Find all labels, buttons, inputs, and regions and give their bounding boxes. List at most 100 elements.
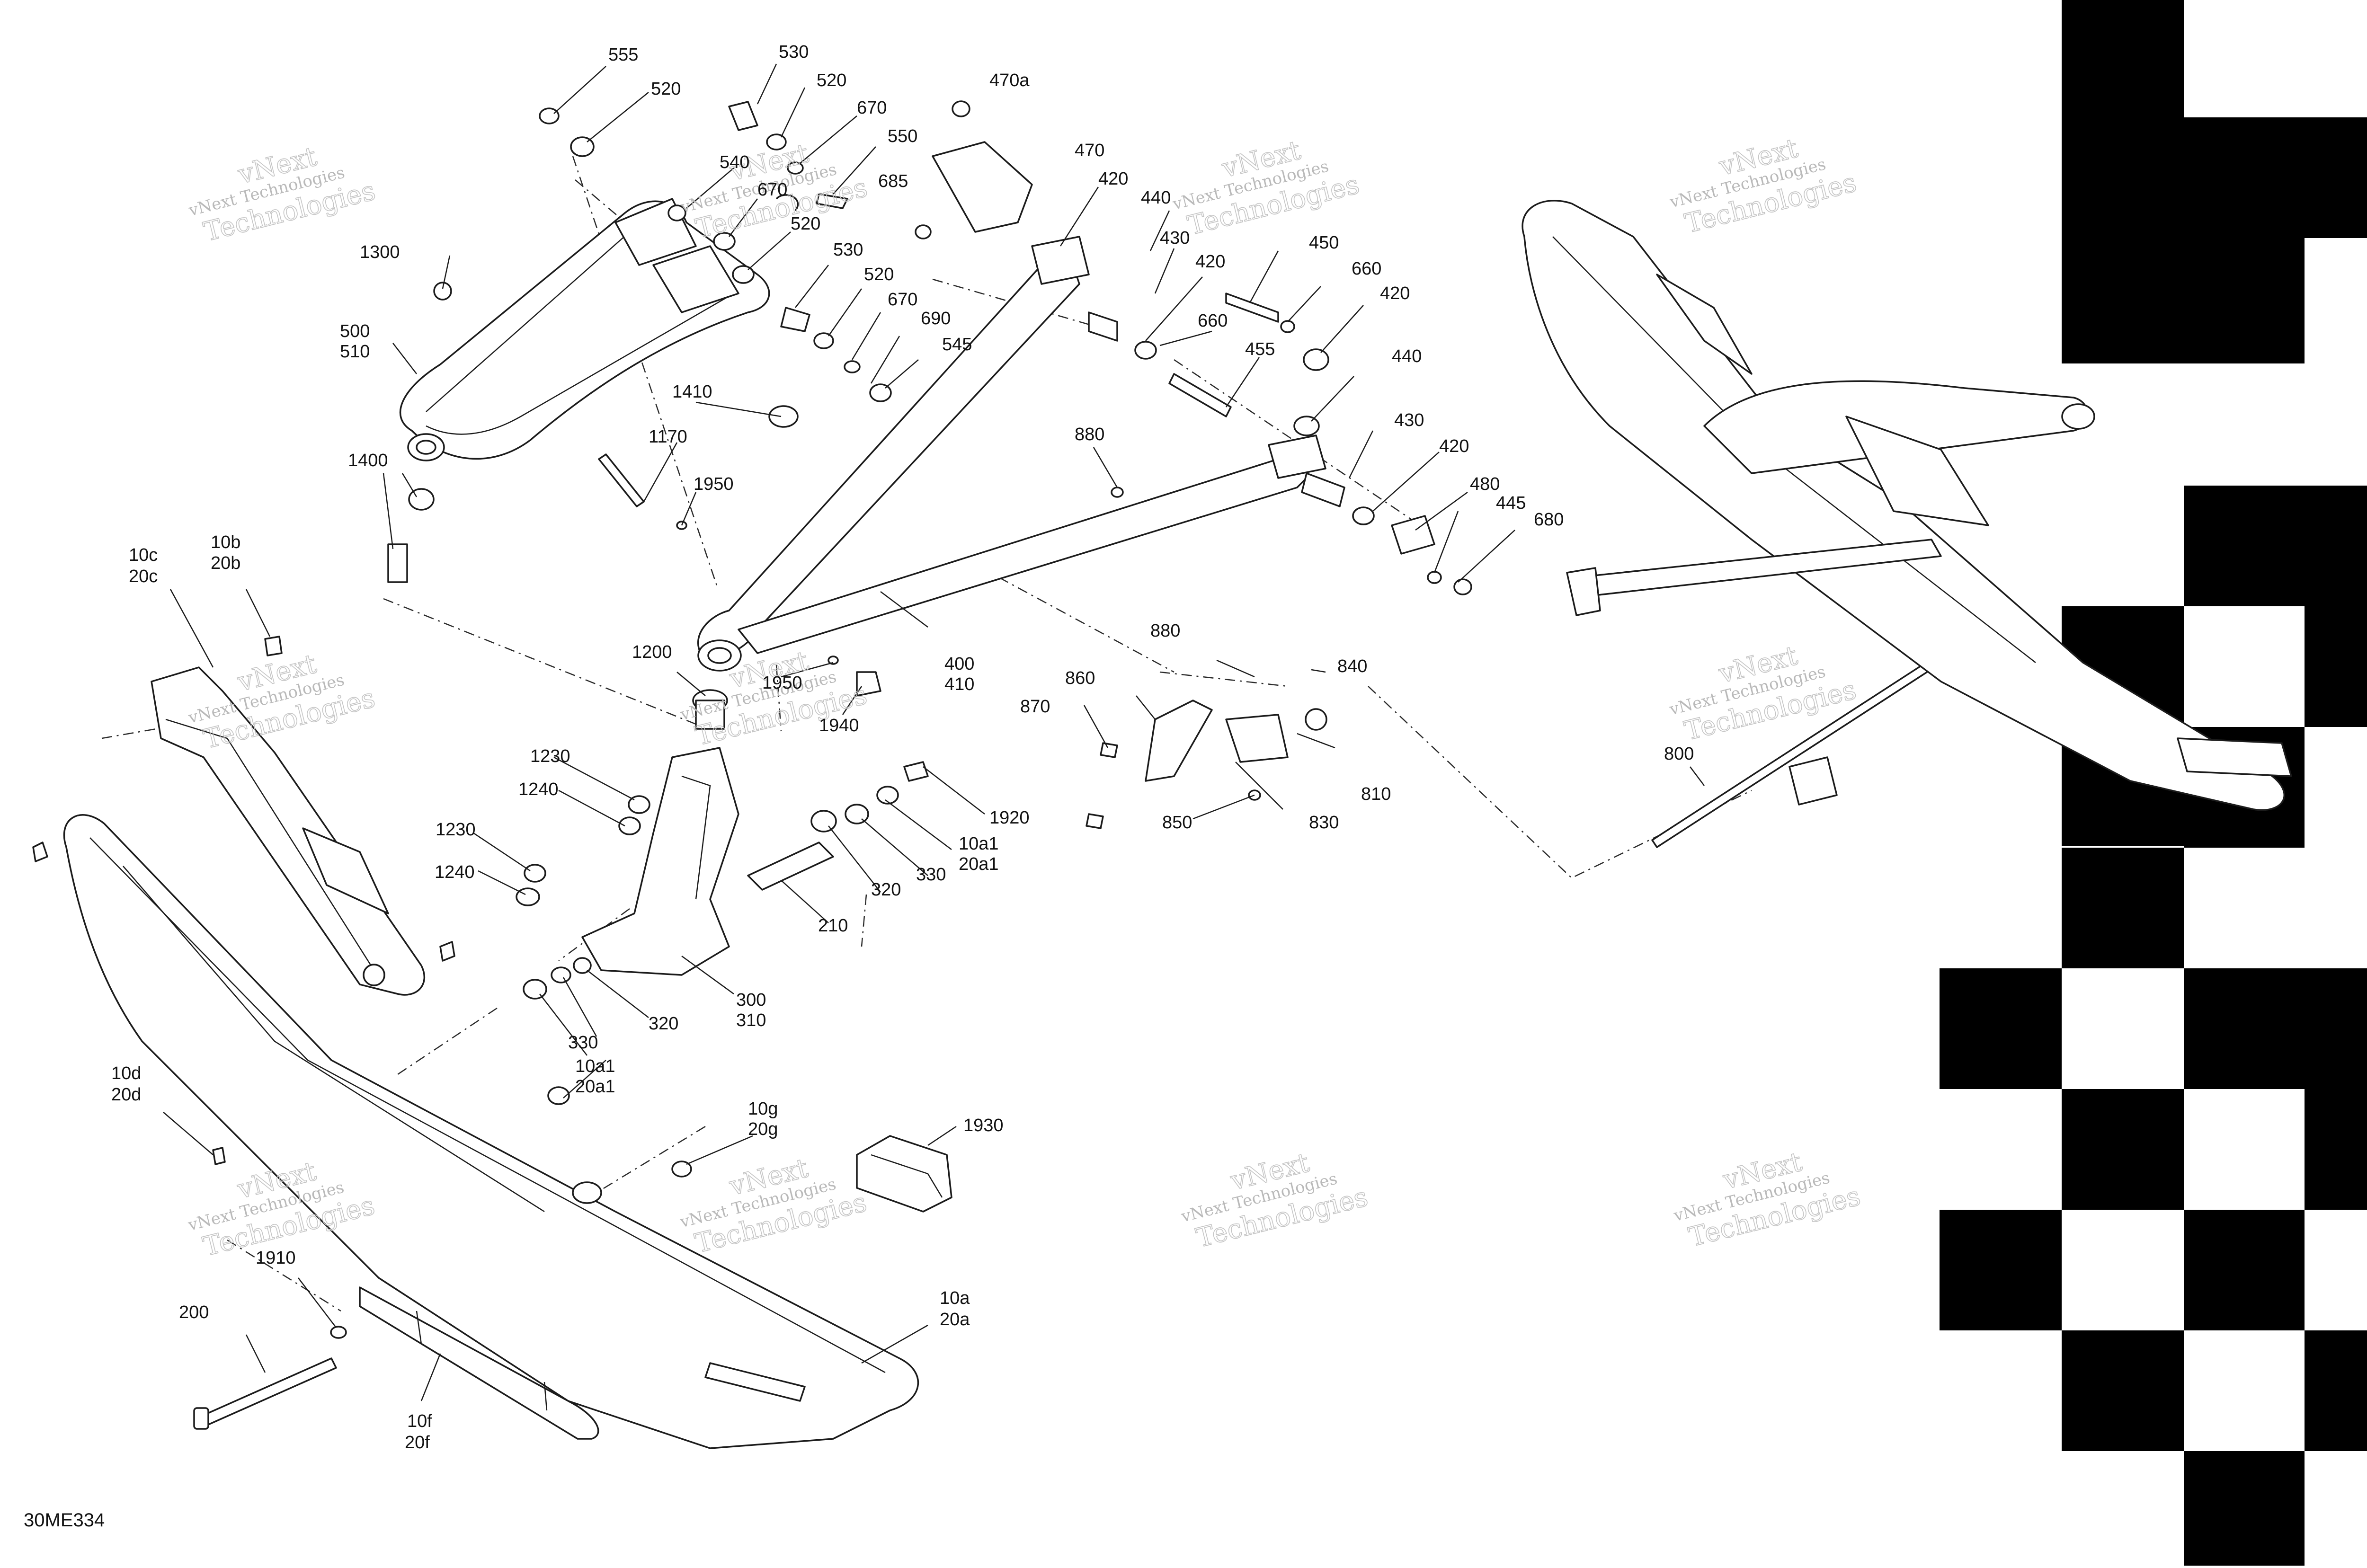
callout-500: 500 — [340, 321, 370, 341]
callout-430: 430 — [1160, 228, 1190, 248]
ski-bumper-1930 — [856, 1135, 952, 1213]
lower-a-arm — [697, 236, 1326, 672]
callout-1170: 1170 — [649, 427, 687, 447]
callout-450: 450 — [1309, 233, 1339, 253]
callout-10g: 10g — [748, 1099, 778, 1119]
callout-1930: 1930 — [963, 1116, 1004, 1135]
callout-20c: 20c — [129, 567, 158, 586]
callout-1240: 1240 — [435, 862, 475, 882]
callout-480: 480 — [1470, 474, 1500, 494]
watermark-1: vNext Technologies vNext Technologies — [187, 141, 379, 248]
callout-20f: 20f — [405, 1433, 430, 1453]
watermark-4: vNext Technologies vNext Technologies — [1668, 133, 1860, 240]
callout-470: 470 — [1075, 141, 1104, 160]
callout-20a1: 20a1 — [959, 854, 999, 874]
steering-arm — [1145, 700, 1327, 782]
callout-850: 850 — [1162, 813, 1192, 833]
callout-10c: 10c — [129, 545, 158, 565]
callout-20a: 20a — [940, 1310, 970, 1329]
callout-840: 840 — [1337, 656, 1367, 676]
callout-330: 330 — [568, 1033, 598, 1053]
leader-lines — [163, 63, 1705, 1401]
callout-690: 690 — [921, 309, 951, 328]
callout-420: 420 — [1098, 169, 1128, 189]
callout-660: 660 — [1352, 259, 1381, 279]
callout-410: 410 — [944, 674, 974, 694]
hardware-parts — [32, 100, 1472, 1339]
callout-320: 320 — [649, 1014, 678, 1034]
callout-10b: 10b — [211, 532, 240, 552]
callout-320: 320 — [871, 880, 901, 900]
callout-200: 200 — [179, 1302, 209, 1322]
callout-330: 330 — [916, 865, 946, 885]
callout-440: 440 — [1141, 188, 1171, 208]
callout-20b: 20b — [211, 553, 240, 573]
callout-440: 440 — [1392, 346, 1422, 366]
callout-860: 860 — [1065, 668, 1095, 688]
watermark-3: vNext Technologies vNext Technologies — [1170, 134, 1362, 242]
callout-420: 420 — [1195, 252, 1225, 272]
callout-810: 810 — [1361, 784, 1391, 804]
callout-20g: 20g — [748, 1119, 778, 1139]
callout-1950: 1950 — [694, 474, 734, 494]
ski-spindle — [581, 689, 739, 976]
callout-430: 430 — [1394, 410, 1424, 430]
callout-420: 420 — [1380, 283, 1410, 303]
callout-800: 800 — [1664, 744, 1694, 764]
callout-670: 670 — [757, 180, 787, 200]
callout-670: 670 — [857, 98, 887, 118]
callout-420: 420 — [1439, 436, 1469, 456]
callout-10a1: 10a1 — [575, 1056, 615, 1076]
watermark-11: vNext Technologies vNext Technologies — [1672, 1146, 1864, 1254]
ski-runner — [359, 1286, 599, 1440]
watermarks: vNext Technologies vNext Technologies vN… — [186, 133, 1864, 1263]
callout-520: 520 — [817, 71, 846, 90]
watermark-10: vNext Technologies vNext Technologies — [1179, 1147, 1371, 1254]
callout-10d: 10d — [111, 1063, 141, 1083]
callout-20a1: 20a1 — [575, 1077, 615, 1097]
callout-530: 530 — [833, 240, 863, 260]
callout-510: 510 — [340, 342, 370, 362]
shaft-210 — [747, 842, 834, 891]
callout-1240: 1240 — [518, 780, 559, 799]
callout-660: 660 — [1198, 311, 1228, 331]
callout-1200: 1200 — [632, 642, 672, 662]
callout-880: 880 — [1150, 621, 1180, 641]
callout-labels: 555 530 520 520 670 470a 550 540 670 685… — [111, 42, 1694, 1453]
callout-520: 520 — [651, 79, 681, 99]
callout-300: 300 — [736, 990, 766, 1010]
callout-10a: 10a — [940, 1288, 970, 1308]
callout-1910: 1910 — [256, 1248, 296, 1268]
callout-310: 310 — [736, 1010, 766, 1030]
callout-20d: 20d — [111, 1085, 141, 1105]
ski-body — [63, 814, 919, 1449]
callout-1230: 1230 — [530, 746, 570, 766]
callout-540: 540 — [720, 152, 749, 172]
assembled-view — [1522, 200, 2292, 811]
callout-470a: 470a — [989, 71, 1030, 90]
callout-670: 670 — [888, 290, 917, 310]
callout-520: 520 — [864, 265, 894, 284]
callout-830: 830 — [1309, 813, 1339, 833]
callout-400: 400 — [944, 654, 974, 674]
callout-550: 550 — [888, 126, 917, 146]
callout-1940: 1940 — [819, 716, 859, 735]
callout-10a1: 10a1 — [959, 834, 999, 854]
callout-1400: 1400 — [348, 451, 388, 470]
bolt-200 — [193, 1357, 337, 1430]
callout-530: 530 — [779, 42, 809, 62]
callout-555: 555 — [608, 45, 638, 65]
callout-210: 210 — [818, 916, 848, 936]
callout-685: 685 — [878, 171, 908, 191]
watermark-9: vNext Technologies vNext Technologies — [678, 1152, 870, 1260]
callout-10f: 10f — [407, 1411, 432, 1431]
callout-1230: 1230 — [436, 820, 476, 840]
callout-445: 445 — [1496, 493, 1526, 513]
ski-leg — [151, 666, 425, 996]
callout-870: 870 — [1020, 697, 1050, 717]
callout-455: 455 — [1245, 339, 1275, 359]
callout-1920: 1920 — [989, 808, 1030, 828]
callout-1950: 1950 — [762, 673, 802, 693]
